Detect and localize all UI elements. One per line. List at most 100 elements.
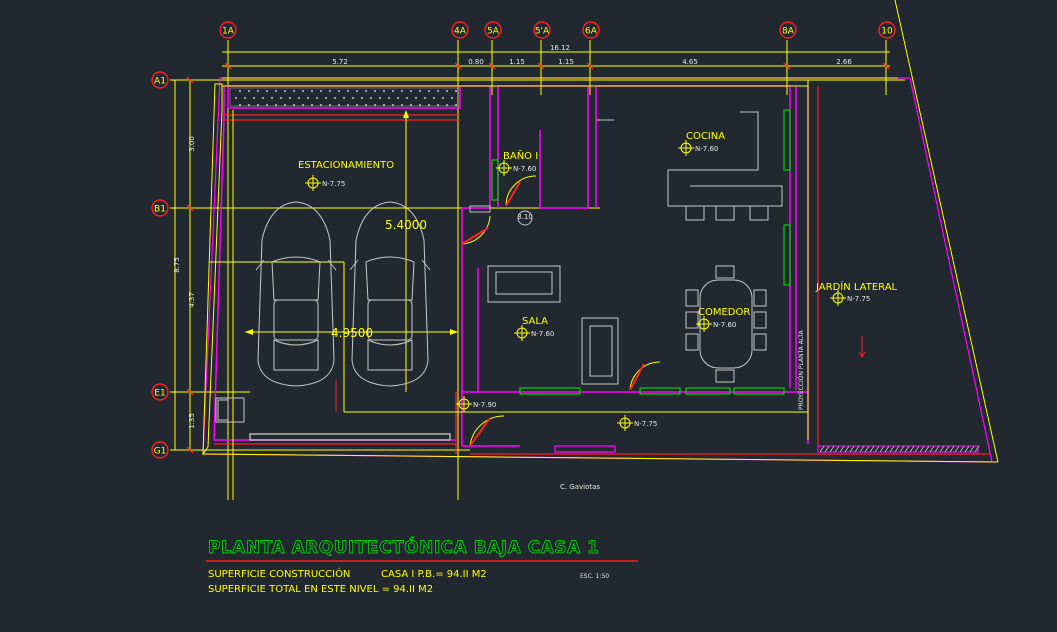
- hatch-line: [859, 445, 865, 453]
- hatch-dot: [271, 97, 273, 99]
- hatch-dot: [446, 90, 448, 92]
- hatch-dot: [415, 97, 417, 99]
- hatch-line: [839, 445, 845, 453]
- room-label-jardin: JARDÍN LATERAL: [815, 280, 898, 293]
- dim-top-3: 1.15: [509, 58, 525, 66]
- hatch-dot: [284, 104, 286, 106]
- hatch-dot: [455, 90, 457, 92]
- surface-total: SUPERFICIE TOTAL EN ESTE NIVEL = 94.II M…: [208, 584, 433, 595]
- grid-axes: [170, 40, 905, 500]
- svg-text:N-7.75: N-7.75: [322, 180, 345, 188]
- grid-bubble-10: 10: [878, 21, 896, 39]
- hatch-line: [919, 445, 925, 453]
- jardin-hatch: [817, 445, 979, 453]
- hatch-line: [904, 445, 910, 453]
- room-label-estacionamiento: ESTACIONAMIENTO: [298, 160, 394, 171]
- garage-hatch-dots: [235, 90, 457, 106]
- hatch-dot: [338, 104, 340, 106]
- room-label-sala: SALA: [522, 316, 548, 327]
- dim-left-2: 8.75: [173, 257, 181, 273]
- level-marker-bano: N-7.60: [496, 160, 536, 176]
- hatch-dot: [284, 90, 286, 92]
- hatch-dot: [374, 104, 376, 106]
- drawing-scale: ESC. 1:50: [580, 573, 609, 580]
- svg-text:A1: A1: [154, 77, 166, 87]
- dim-top-2: 0.80: [468, 58, 484, 66]
- hatch-line: [894, 445, 900, 453]
- hatch-line: [924, 445, 930, 453]
- hatch-line: [889, 445, 895, 453]
- hatch-line: [824, 445, 830, 453]
- hatch-dot: [392, 104, 394, 106]
- surface-construction-label: SUPERFICIE CONSTRUCCIÓN: [208, 567, 350, 580]
- hatch-dot: [356, 104, 358, 106]
- dimension-labels: 16.12 5.72 0.80 1.15 1.15 4.65 2.66 3.00…: [173, 44, 852, 429]
- hatch-dot: [388, 97, 390, 99]
- svg-text:1A: 1A: [222, 27, 235, 37]
- door-leaves: [461, 181, 645, 447]
- hatch-dot: [239, 90, 241, 92]
- hatch-dot: [298, 97, 300, 99]
- level-marker-estacionamiento: N-7.75: [305, 175, 345, 191]
- level-marker-access: N-7.90: [456, 396, 496, 412]
- hatch-dot: [316, 97, 318, 99]
- hatch-dot: [289, 97, 291, 99]
- grid-bubbles-columns: 1A 4A 5A 5'A 6A 8A 10: [219, 21, 896, 39]
- hatch-dot: [257, 104, 259, 106]
- svg-text:N-7.60: N-7.60: [531, 330, 554, 338]
- grid-bubble-b1: B1: [151, 199, 169, 217]
- hatch-dot: [365, 104, 367, 106]
- hatch-dot: [424, 97, 426, 99]
- hatch-dot: [248, 104, 250, 106]
- hatch-line: [849, 445, 855, 453]
- hatch-dot: [320, 104, 322, 106]
- room-label-cocina: COCINA: [686, 131, 725, 142]
- room-labels: ESTACIONAMIENTO BAÑO I COCINA SALA COMED…: [298, 131, 898, 327]
- dim-left-1: 3.00: [188, 136, 196, 152]
- surface-construction-value: CASA I P.B.= 94.II M2: [381, 569, 487, 580]
- projection-note: PROYECCIÓN PLANTA ALTA: [798, 329, 805, 410]
- hatch-dot: [442, 97, 444, 99]
- hatch-line: [819, 445, 825, 453]
- hatch-line: [909, 445, 915, 453]
- hatch-line: [884, 445, 890, 453]
- dim-bath-width: 3.10: [517, 213, 533, 221]
- svg-text:G1: G1: [154, 447, 167, 457]
- hatch-dot: [352, 97, 354, 99]
- cars: [255, 201, 431, 387]
- hatch-line: [854, 445, 860, 453]
- hatch-dot: [437, 104, 439, 106]
- level-marker-comedor: N-7.60: [696, 316, 736, 332]
- level-marker-cocina: N-7.60: [678, 140, 718, 156]
- kitchen-counter: [596, 111, 783, 221]
- hatch-dot: [248, 90, 250, 92]
- hatch-dot: [401, 90, 403, 92]
- hatch-line: [929, 445, 935, 453]
- hatch-line: [934, 445, 940, 453]
- dim-total: 16.12: [550, 44, 570, 52]
- hatch-dot: [329, 90, 331, 92]
- garage-width-label: 4.9500: [331, 326, 373, 340]
- slope-arrows: [335, 336, 866, 412]
- svg-text:B1: B1: [154, 205, 166, 215]
- car-left: [255, 201, 337, 387]
- hatch-dot: [275, 104, 277, 106]
- svg-text:8A: 8A: [782, 27, 795, 37]
- hatch-dot: [383, 90, 385, 92]
- title-block: PLANTA ARQUITECTÓNICA BAJA CASA 1 SUPERF…: [206, 536, 638, 595]
- hatch-line: [874, 445, 880, 453]
- hatch-dot: [428, 90, 430, 92]
- hatch-dot: [235, 97, 237, 99]
- hatch-dot: [343, 97, 345, 99]
- hatch-dot: [383, 104, 385, 106]
- hatch-line: [829, 445, 835, 453]
- hatch-dot: [311, 104, 313, 106]
- level-marker-jardin: N-7.75: [830, 290, 870, 306]
- hatch-dot: [370, 97, 372, 99]
- garage-dimensions: 5.4000 4.9500: [245, 110, 458, 340]
- dim-left-3: 4.37: [188, 292, 196, 308]
- hatch-dot: [365, 90, 367, 92]
- garage-utility: [215, 397, 245, 423]
- dim-left-4: 1.35: [188, 413, 196, 429]
- grid-bubble-a1: A1: [151, 71, 169, 89]
